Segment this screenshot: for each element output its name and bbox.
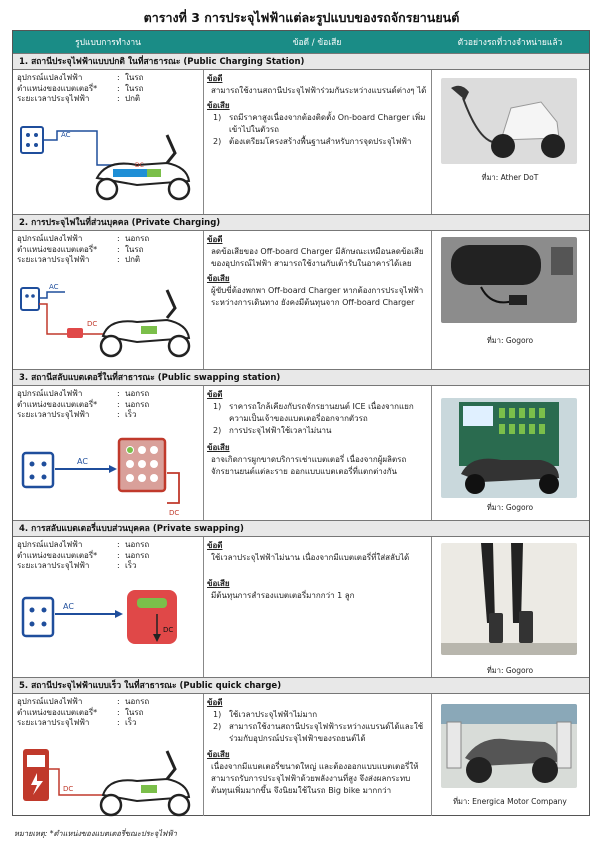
- value-battery-pos: ในรถ: [125, 707, 144, 717]
- value-converter: นอกรถ: [125, 234, 150, 243]
- header-examples: ตัวอย่างรถที่วางจำหน่ายแล้ว: [457, 38, 563, 48]
- ac-label: AC: [61, 131, 71, 139]
- label-converter: อุปกรณ์แปลงไฟฟ้า: [17, 234, 83, 243]
- section-2-title: 2. การประจุไฟในที่ส่วนบุคคล (Private Cha…: [13, 214, 589, 231]
- page-title: ตารางที่ 3 การประจุไฟฟ้าแต่ละรูปแบบของรถ…: [143, 10, 460, 25]
- ac-label: AC: [49, 283, 59, 291]
- label-converter: อุปกรณ์แปลงไฟฟ้า: [17, 697, 83, 706]
- photo-caption: ที่มา: Energica Motor Company: [453, 797, 567, 806]
- label-converter: อุปกรณ์แปลงไฟฟ้า: [17, 389, 83, 398]
- disadv-heading: ข้อเสีย: [207, 579, 230, 588]
- disadv-heading: ข้อเสีย: [207, 101, 230, 110]
- photo-caption: ที่มา: Gogoro: [486, 336, 534, 345]
- photo-caption: ที่มา: Gogoro: [486, 666, 534, 675]
- adv-heading: ข้อดี: [207, 235, 223, 244]
- diagram-quick-charge: DC: [23, 749, 191, 817]
- adv-text: ใช้เวลาประจุไฟฟ้าไม่นาน เนื่องจากมีแบตเต…: [211, 553, 410, 562]
- value-battery-pos: นอกรถ: [125, 550, 150, 560]
- photo-energica-bike: [441, 704, 577, 788]
- value-duration: เร็ว: [125, 410, 137, 419]
- label-battery-pos: ตำแหน่งของแบตเตอรี่*: [17, 83, 98, 93]
- label-duration: ระยะเวลาประจุไฟฟ้า: [17, 561, 90, 570]
- value-converter: ในรถ: [125, 73, 144, 82]
- section-4-title: 4. การสลับแบตเตอรี่แบบส่วนบุคคล (Private…: [13, 520, 589, 537]
- dc-label: DC: [135, 162, 144, 169]
- label-converter: อุปกรณ์แปลงไฟฟ้า: [17, 73, 83, 82]
- dc-label: DC: [63, 785, 73, 793]
- section-1-title: 1. สถานีประจุไฟฟ้าแบบปกติ ในที่สาธารณะ (…: [13, 53, 589, 70]
- diagram-private-charging: AC DC: [20, 283, 191, 358]
- adv-heading: ข้อดี: [207, 390, 223, 399]
- section-3-row: อุปกรณ์แปลงไฟฟ้า:นอกรถ ตำแหน่งของแบตเตอร…: [13, 386, 589, 520]
- lightning-icon: [31, 773, 43, 795]
- ac-label: AC: [63, 602, 74, 611]
- label-duration: ระยะเวลาประจุไฟฟ้า: [17, 94, 90, 103]
- adv-item: ใช้เวลาประจุไฟฟ้าไม่มาก: [229, 710, 318, 719]
- header-mode: รูปแบบการทำงาน: [75, 38, 141, 48]
- value-battery-pos: ในรถ: [125, 244, 144, 254]
- header-pros-cons: ข้อดี / ข้อเสีย: [292, 38, 342, 48]
- disadv-heading: ข้อเสีย: [207, 750, 230, 759]
- value-battery-pos: ในรถ: [125, 83, 144, 93]
- disadv-text: เนื่องจากมีแบตเตอรี่ขนาดใหญ่ และต้องออกแ…: [211, 762, 419, 795]
- value-duration: ปกติ: [125, 94, 141, 103]
- section-2-row: อุปกรณ์แปลงไฟฟ้า:นอกรถ ตำแหน่งของแบตเตอร…: [13, 231, 589, 369]
- disadv-text: มีต้นทุนการสำรองแบตเตอรี่มากกว่า 1 ลูก: [211, 591, 355, 600]
- disadv-text: อาจเกิดการผูกขาดบริการเช่าแบตเตอรี่ เนื่…: [211, 455, 407, 476]
- value-duration: ปกติ: [125, 255, 141, 264]
- disadv-item: ต้องเตรียมโครงสร้างพื้นฐานสำหรับการจุดปร…: [229, 137, 412, 146]
- adv-item: การประจุไฟฟ้าใช้เวลาไม่นาน: [229, 426, 332, 435]
- adv-item: สามารถใช้งานสถานีประจุไฟฟ้าระหว่างแบรนด์…: [229, 722, 424, 743]
- diagram-public-swapping: AC DC: [21, 437, 180, 517]
- section-4-row: อุปกรณ์แปลงไฟฟ้า:นอกรถ ตำแหน่งของแบตเตอร…: [13, 537, 589, 677]
- value-converter: นอกรถ: [125, 389, 150, 398]
- adv-heading: ข้อดี: [207, 698, 223, 707]
- disadv-text: ผู้ขับขี่ต้องพกพา Off-board Charger หากต…: [211, 286, 424, 307]
- diagram-public-charging: AC DC: [20, 126, 191, 201]
- photo-gogoro-station: [441, 398, 577, 498]
- photo-gogoro-home-charger: [441, 237, 577, 323]
- disadv-heading: ข้อเสีย: [207, 443, 230, 452]
- label-duration: ระยะเวลาประจุไฟฟ้า: [17, 410, 90, 419]
- charging-table: รูปแบบการทำงาน ข้อดี / ข้อเสีย ตัวอย่างร…: [12, 30, 590, 817]
- section-1-row: อุปกรณ์แปลงไฟฟ้า:ในรถ ตำแหน่งของแบตเตอรี…: [13, 70, 589, 214]
- value-duration: เร็ว: [125, 718, 137, 727]
- label-duration: ระยะเวลาประจุไฟฟ้า: [17, 255, 90, 264]
- value-converter: นอกรถ: [125, 697, 150, 706]
- photo-caption: ที่มา: Ather DoT: [481, 173, 539, 182]
- value-battery-pos: นอกรถ: [125, 399, 150, 409]
- section-5-row: อุปกรณ์แปลงไฟฟ้า:นอกรถ ตำแหน่งของแบตเตอร…: [13, 694, 589, 817]
- footnote: หมายเหตุ: *ตำแหน่งของแบตเตอรี่ขณะประจุไฟ…: [14, 829, 177, 838]
- label-battery-pos: ตำแหน่งของแบตเตอรี่*: [17, 244, 98, 254]
- label-duration: ระยะเวลาประจุไฟฟ้า: [17, 718, 90, 727]
- value-duration: เร็ว: [125, 561, 137, 570]
- dc-label: DC: [163, 626, 173, 634]
- dc-label: DC: [87, 320, 97, 328]
- section-3-title: 3. สถานีสลับแบตเตอรี่ในที่สาธารณะ (Publi…: [13, 369, 589, 386]
- photo-gogoro-battery: [441, 543, 577, 655]
- label-converter: อุปกรณ์แปลงไฟฟ้า: [17, 540, 83, 549]
- disadv-heading: ข้อเสีย: [207, 274, 230, 283]
- adv-heading: ข้อดี: [207, 541, 223, 550]
- diagram-private-swapping: AC DC: [21, 590, 177, 644]
- photo-caption: ที่มา: Gogoro: [486, 503, 534, 512]
- table-header: รูปแบบการทำงาน ข้อดี / ข้อเสีย ตัวอย่างร…: [13, 31, 589, 53]
- value-converter: นอกรถ: [125, 540, 150, 549]
- adv-text: ลดข้อเสียของ Off-board Charger มีลักษณะเ…: [211, 247, 424, 268]
- adv-heading: ข้อดี: [207, 74, 223, 83]
- adv-text: สามารถใช้งานสถานีประจุไฟฟ้าร่วมกันระหว่า…: [211, 86, 427, 95]
- label-battery-pos: ตำแหน่งของแบตเตอรี่*: [17, 399, 98, 409]
- label-battery-pos: ตำแหน่งของแบตเตอรี่*: [17, 707, 98, 717]
- section-5-title: 5. สถานีประจุไฟฟ้าแบบเร็ว ในที่สาธารณะ (…: [13, 677, 589, 694]
- adv-item: ราคารถใกล้เคียงกับรถจักรยานยนต์ ICE เนื่…: [229, 402, 414, 423]
- dc-label: DC: [169, 509, 179, 517]
- photo-ather-scooter: [441, 78, 577, 164]
- label-battery-pos: ตำแหน่งของแบตเตอรี่*: [17, 550, 98, 560]
- disadv-item: รถมีราคาสูงเนื่องจากต้องติดตั้ง On-board…: [229, 113, 426, 134]
- ac-label: AC: [77, 457, 88, 466]
